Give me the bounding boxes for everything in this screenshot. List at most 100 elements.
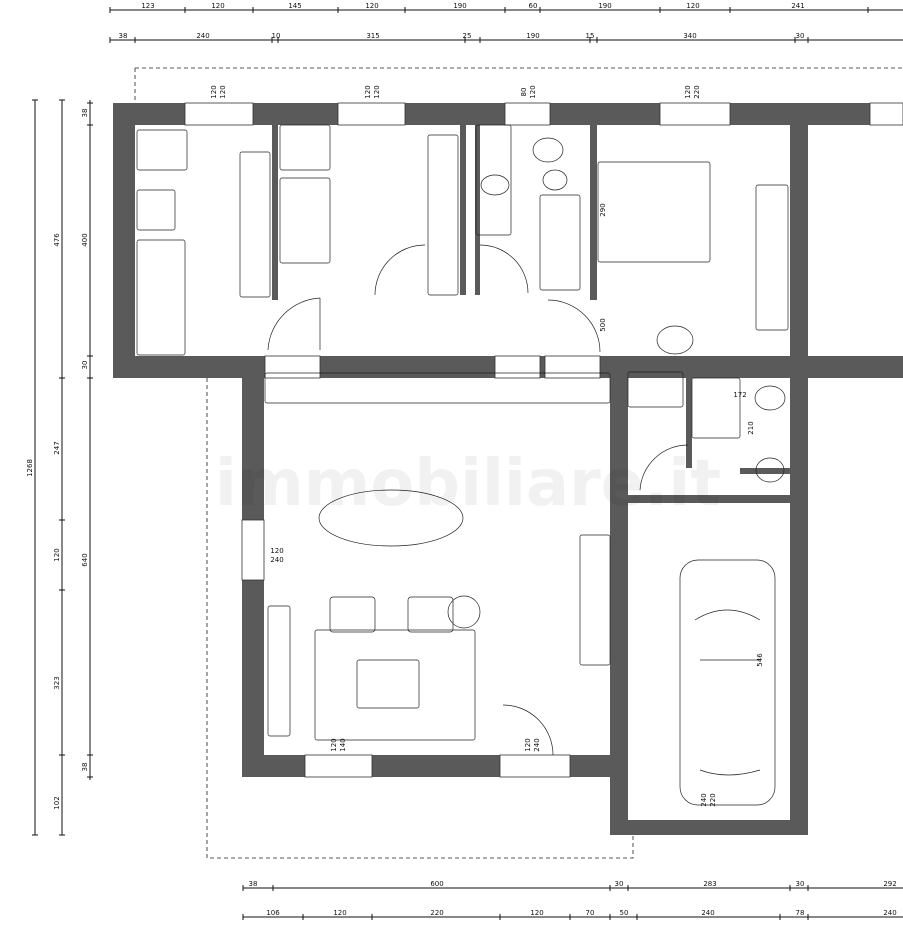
sink	[755, 457, 785, 483]
dimension-label: 400	[81, 233, 89, 246]
wall	[790, 103, 808, 835]
window	[241, 519, 265, 581]
coffee-table	[356, 659, 420, 709]
armchair	[407, 596, 454, 633]
wardrobe	[239, 151, 271, 298]
dimension-label: 60	[529, 2, 538, 10]
kitchen-counter	[264, 372, 611, 404]
sink	[480, 174, 510, 196]
dimension-label: 120	[270, 547, 283, 555]
door-swing	[639, 444, 689, 491]
dimension-label: 283	[703, 880, 716, 888]
dimension-label: 210	[747, 421, 755, 434]
dimension-label: 340	[683, 32, 696, 40]
dimension-label: 38	[81, 763, 89, 772]
dimension-label: 247	[53, 441, 61, 454]
dimension-label: 120	[219, 85, 227, 98]
door-swing	[479, 244, 529, 294]
dimension-label: 120	[530, 909, 543, 917]
walls	[113, 67, 903, 859]
table	[656, 325, 694, 355]
window	[499, 754, 571, 778]
wall	[610, 820, 800, 835]
watermark-logo: immobiliare.it	[215, 447, 721, 521]
dimension-label: 106	[266, 909, 280, 917]
dimension-label: 220	[430, 909, 443, 917]
dimension-label: 120	[365, 2, 378, 10]
cabinet	[627, 371, 684, 408]
dimension-label: 640	[81, 553, 89, 566]
wall	[628, 495, 790, 503]
dimension-label: 10	[272, 32, 281, 40]
wall	[475, 125, 480, 295]
window	[869, 102, 903, 126]
dimension-label: 70	[586, 909, 595, 917]
dimension-label: 241	[791, 2, 804, 10]
armchair	[329, 596, 376, 633]
dimension-label: 1268	[26, 459, 34, 477]
dimension-label: 120	[53, 548, 61, 561]
wardrobe	[755, 184, 789, 331]
window	[304, 754, 373, 778]
wall	[610, 378, 628, 835]
desk	[279, 124, 331, 171]
terrace-outline	[134, 67, 903, 859]
dimension-label: 240	[270, 556, 283, 564]
dimension-label: 120	[364, 85, 372, 98]
dimension-label: 30	[796, 880, 805, 888]
dimension-label: 38	[249, 880, 258, 888]
dimension-label: 120	[684, 85, 692, 98]
dimension-label: 120	[529, 85, 537, 98]
window	[504, 102, 551, 126]
wall	[113, 103, 800, 125]
bidet	[542, 169, 568, 191]
dimension-label: 30	[796, 32, 805, 40]
dimension-label: 120	[686, 2, 699, 10]
dimension-label: 220	[709, 793, 717, 806]
dimension-label: 315	[366, 32, 379, 40]
bathtub	[539, 194, 581, 291]
dimension-label: 240	[196, 32, 209, 40]
dimension-label: 120	[524, 738, 532, 751]
dimension-label: 145	[288, 2, 301, 10]
dimension-label: 290	[599, 203, 607, 216]
cabinet	[267, 605, 291, 737]
dimension-label: 240	[883, 909, 896, 917]
door-swing	[374, 244, 426, 296]
wall	[460, 125, 466, 295]
dimension-label: 120	[210, 85, 218, 98]
window	[337, 102, 406, 126]
wall	[686, 378, 692, 468]
window	[659, 102, 731, 126]
window	[184, 102, 254, 126]
furniture	[136, 124, 789, 806]
bed	[597, 161, 711, 263]
toilet	[754, 385, 786, 411]
window	[494, 355, 541, 379]
dimension-label: 38	[119, 32, 128, 40]
toilet	[532, 137, 564, 163]
dimension-label: 240	[533, 738, 541, 751]
dimension-label: 38	[81, 109, 89, 118]
dimension-label: 190	[598, 2, 611, 10]
sofa	[314, 629, 476, 741]
dimension-lines	[32, 7, 903, 920]
dimension-label: 78	[796, 909, 805, 917]
wall	[113, 103, 135, 378]
wardrobe	[427, 134, 459, 296]
desk	[136, 189, 176, 231]
bed	[136, 239, 186, 356]
dimension-label: 120	[330, 738, 338, 751]
door-swing	[267, 297, 321, 351]
dimension-label: 140	[339, 738, 347, 751]
dimension-label: 190	[526, 32, 539, 40]
dimension-label: 190	[453, 2, 466, 10]
dimension-label: 292	[883, 880, 896, 888]
desk	[136, 129, 188, 171]
car	[679, 559, 776, 806]
wall	[808, 356, 903, 378]
dimension-label: 220	[693, 85, 701, 98]
car-detail	[694, 609, 761, 776]
dimension-label: 240	[700, 793, 708, 806]
